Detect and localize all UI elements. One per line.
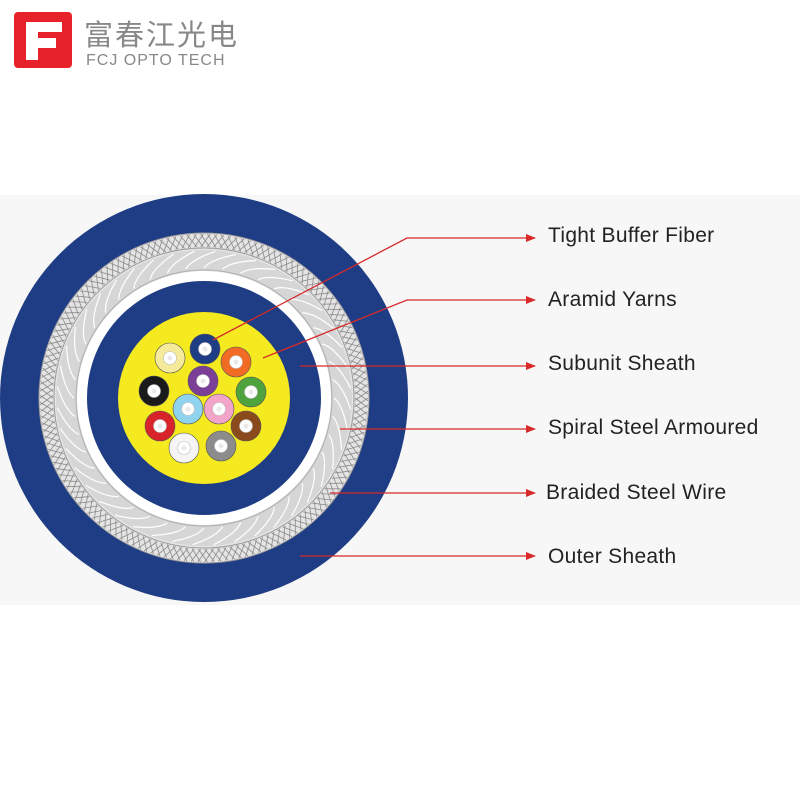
label-subunit-sheath: Subunit Sheath — [548, 352, 696, 375]
logo-chinese-name: 富春江光电 — [84, 18, 240, 52]
company-logo: 富春江光电 FCJ OPTO TECH — [14, 12, 274, 72]
label-spiral-steel-armoured: Spiral Steel Armoured — [548, 416, 759, 439]
fiber-white — [168, 432, 200, 464]
label-tight-buffer-fiber: Tight Buffer Fiber — [548, 224, 715, 247]
fiber-orange — [220, 346, 252, 378]
logo-english-name: FCJ OPTO TECH — [86, 52, 226, 69]
fiber-black — [138, 375, 170, 407]
label-aramid-yarns: Aramid Yarns — [548, 288, 677, 311]
fiber-blue — [189, 333, 221, 365]
callout-line-aramid-yarns — [262, 296, 536, 359]
braided-steel-wire-pattern — [38, 232, 370, 564]
tight-buffer-fiber-group — [138, 333, 267, 464]
callout-lines — [212, 234, 536, 560]
fiber-slate — [205, 430, 237, 462]
label-outer-sheath: Outer Sheath — [548, 545, 677, 568]
fiber-red — [144, 410, 176, 442]
label-braided-steel-wire: Braided Steel Wire — [546, 481, 727, 504]
fiber-aqua — [172, 393, 204, 425]
fiber-brown — [230, 410, 262, 442]
fiber-rose — [203, 393, 235, 425]
callout-line-tight-buffer-fiber — [212, 234, 536, 341]
fiber-violet — [187, 365, 219, 397]
fiber-light-yellow — [154, 342, 186, 374]
spiral-steel-armour-pattern — [56, 250, 352, 546]
fiber-green — [235, 376, 267, 408]
fcj-logo-icon — [14, 12, 72, 68]
